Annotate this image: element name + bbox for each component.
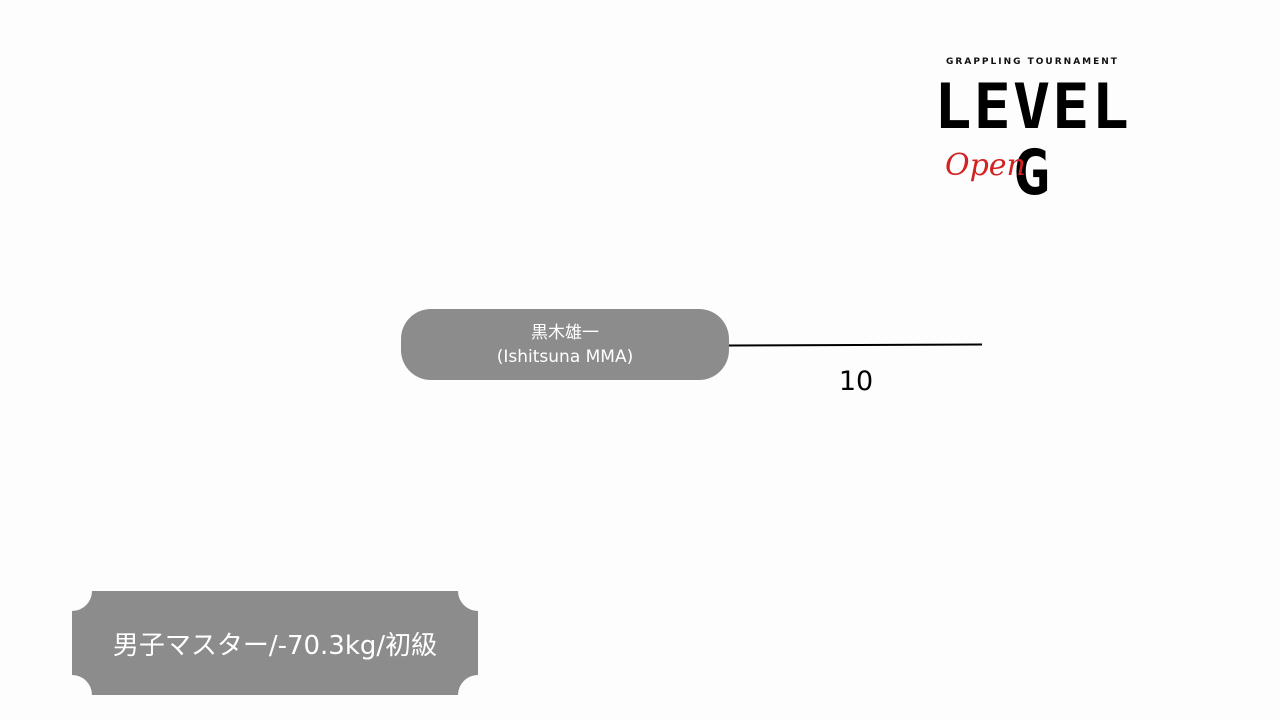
logo-subtitle: GRAPPLING TOURNAMENT (946, 57, 1119, 67)
bracket-score: 10 (838, 366, 874, 397)
logo-title: LEVEL G (934, 70, 1131, 209)
category-plate-shape (72, 591, 478, 695)
fighter-team: (Ishitsuna MMA) (496, 346, 634, 367)
category-label: 男子マスター/-70.3kg/初級 (112, 630, 438, 661)
logo-script: Open (945, 148, 1026, 183)
bracket-line (728, 343, 983, 347)
tournament-logo: GRAPPLING TOURNAMENT LEVEL G Open (895, 56, 1170, 206)
fighter-name: 黒木雄一 (531, 322, 599, 343)
fighter-box: 黒木雄一 (Ishitsuna MMA) (401, 309, 729, 380)
category-plate: 男子マスター/-70.3kg/初級 (72, 591, 478, 695)
